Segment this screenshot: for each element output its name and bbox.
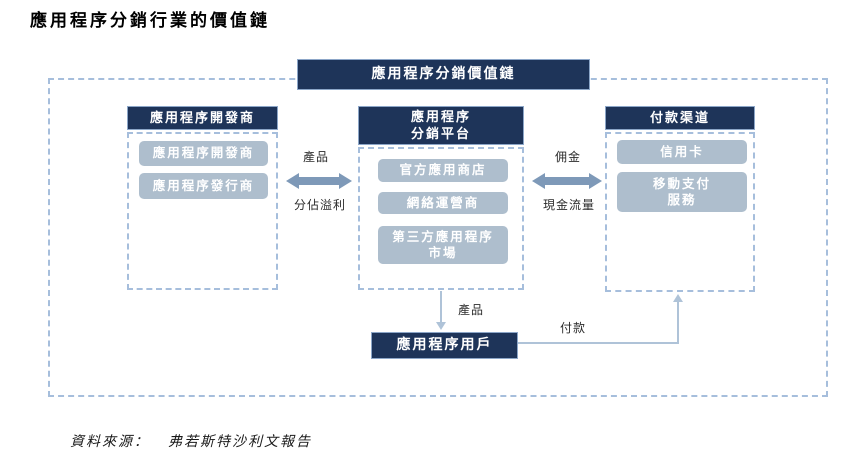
arrow-shaft bbox=[299, 177, 339, 185]
user-box: 應用程序用戶 bbox=[371, 332, 518, 359]
up-arrow-icon bbox=[677, 299, 679, 344]
double-arrow-icon bbox=[532, 173, 602, 189]
flow-label-cash-flow: 現金流量 bbox=[543, 198, 596, 212]
page-title: 應用程序分銷行業的價值鏈 bbox=[30, 11, 270, 30]
payment-connector-line bbox=[518, 342, 679, 344]
source-label: 資料來源： bbox=[70, 435, 150, 450]
group-app-developers: 應用程序開發商 應用程序發行商 bbox=[127, 132, 278, 290]
arrow-head-right-icon bbox=[589, 173, 602, 189]
flow-label-product-down: 產品 bbox=[458, 303, 485, 317]
source-line: 資料來源： 弗若斯特沙利文報告 bbox=[70, 431, 312, 451]
flow-label-payment: 付款 bbox=[560, 321, 587, 335]
down-arrow-icon bbox=[440, 291, 442, 324]
item-network-operator: 網絡運營商 bbox=[378, 192, 508, 214]
arrow-shaft bbox=[545, 177, 589, 185]
item-app-publisher: 應用程序發行商 bbox=[139, 173, 268, 199]
group-payment-channels: 信用卡 移動支付 服務 bbox=[605, 132, 755, 292]
header-app-developers: 應用程序開發商 bbox=[127, 106, 278, 130]
top-box-value-chain: 應用程序分銷價值鏈 bbox=[297, 59, 590, 90]
flow-label-profit-share: 分佔溢利 bbox=[294, 198, 347, 212]
down-arrowhead-icon bbox=[436, 322, 446, 330]
up-arrowhead-icon bbox=[673, 294, 683, 302]
arrow-head-left-icon bbox=[532, 173, 545, 189]
header-app-distribution-platform: 應用程序 分銷平台 bbox=[358, 106, 524, 145]
double-arrow-icon bbox=[286, 173, 352, 189]
item-mobile-payment-service: 移動支付 服務 bbox=[617, 172, 747, 212]
item-official-app-store: 官方應用商店 bbox=[378, 159, 508, 182]
source-text: 弗若斯特沙利文報告 bbox=[168, 435, 312, 450]
arrow-head-left-icon bbox=[286, 173, 299, 189]
group-app-distribution-platform: 官方應用商店 網絡運營商 第三方應用程序 市場 bbox=[358, 147, 524, 290]
header-payment-channels: 付款渠道 bbox=[605, 106, 755, 130]
flow-label-product-left: 產品 bbox=[303, 150, 330, 164]
arrow-head-right-icon bbox=[339, 173, 352, 189]
flow-label-commission: 佣金 bbox=[555, 150, 582, 164]
item-app-developer: 應用程序開發商 bbox=[139, 141, 268, 166]
item-third-party-app-market: 第三方應用程序 市場 bbox=[378, 226, 508, 264]
item-credit-card: 信用卡 bbox=[617, 140, 747, 164]
